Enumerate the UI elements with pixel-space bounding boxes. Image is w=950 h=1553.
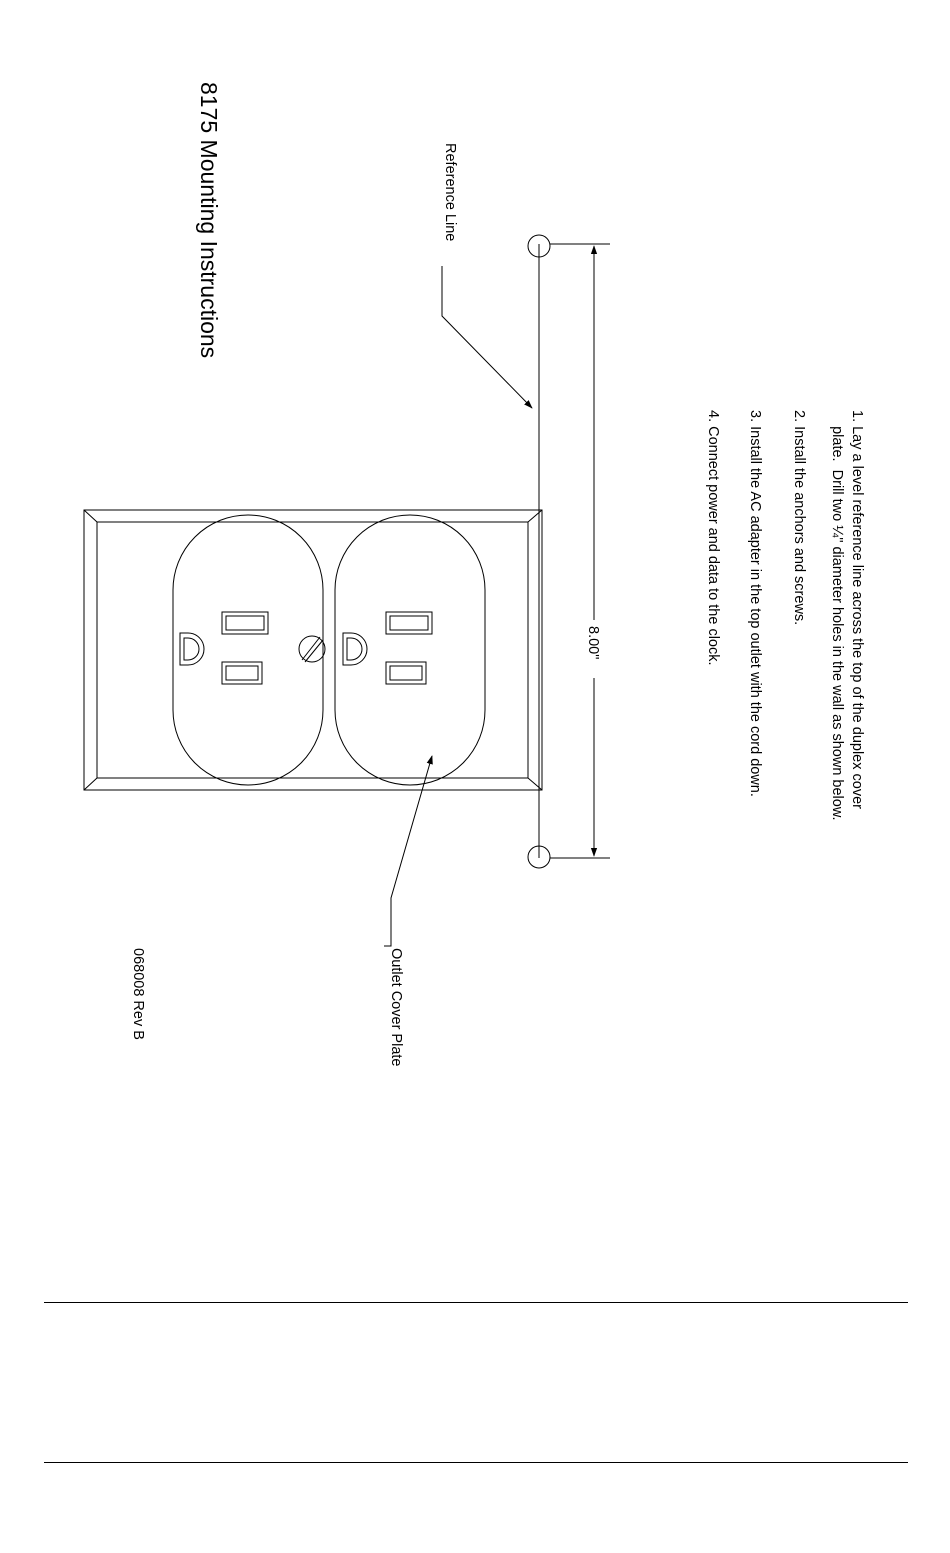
reference-line-label: Reference Line bbox=[442, 143, 458, 242]
outlet-cover-plate-bevel bbox=[96, 521, 529, 779]
dimension-label: 8.00" bbox=[584, 626, 602, 660]
step-2: 2. Install the anchors and screws. bbox=[791, 410, 807, 626]
receptacle-lower bbox=[172, 514, 324, 786]
drill-hole-top bbox=[527, 234, 551, 258]
outlet-cover-plate-label: Outlet Cover Plate bbox=[388, 948, 404, 1067]
outlet-cover-plate bbox=[83, 509, 543, 791]
step-1-line-1: 1. Lay a level reference line across the… bbox=[849, 410, 865, 809]
center-screw bbox=[298, 635, 326, 663]
part-number: 068008 Rev B bbox=[130, 948, 146, 1040]
step-3: 3. Install the AC adapter in the top out… bbox=[747, 410, 763, 797]
divider-lower bbox=[44, 1462, 908, 1463]
outlet-cover-leader bbox=[384, 755, 433, 947]
receptacle-upper bbox=[334, 514, 486, 786]
page-title: 8175 Mounting Instructions bbox=[196, 82, 222, 359]
reference-line-leader bbox=[441, 266, 533, 409]
drill-hole-bottom bbox=[527, 845, 551, 869]
step-4: 4. Connect power and data to the clock. bbox=[705, 410, 721, 666]
divider-upper bbox=[44, 1302, 908, 1303]
step-1-line-2: plate. Drill two ¼" diameter holes in th… bbox=[829, 410, 845, 821]
